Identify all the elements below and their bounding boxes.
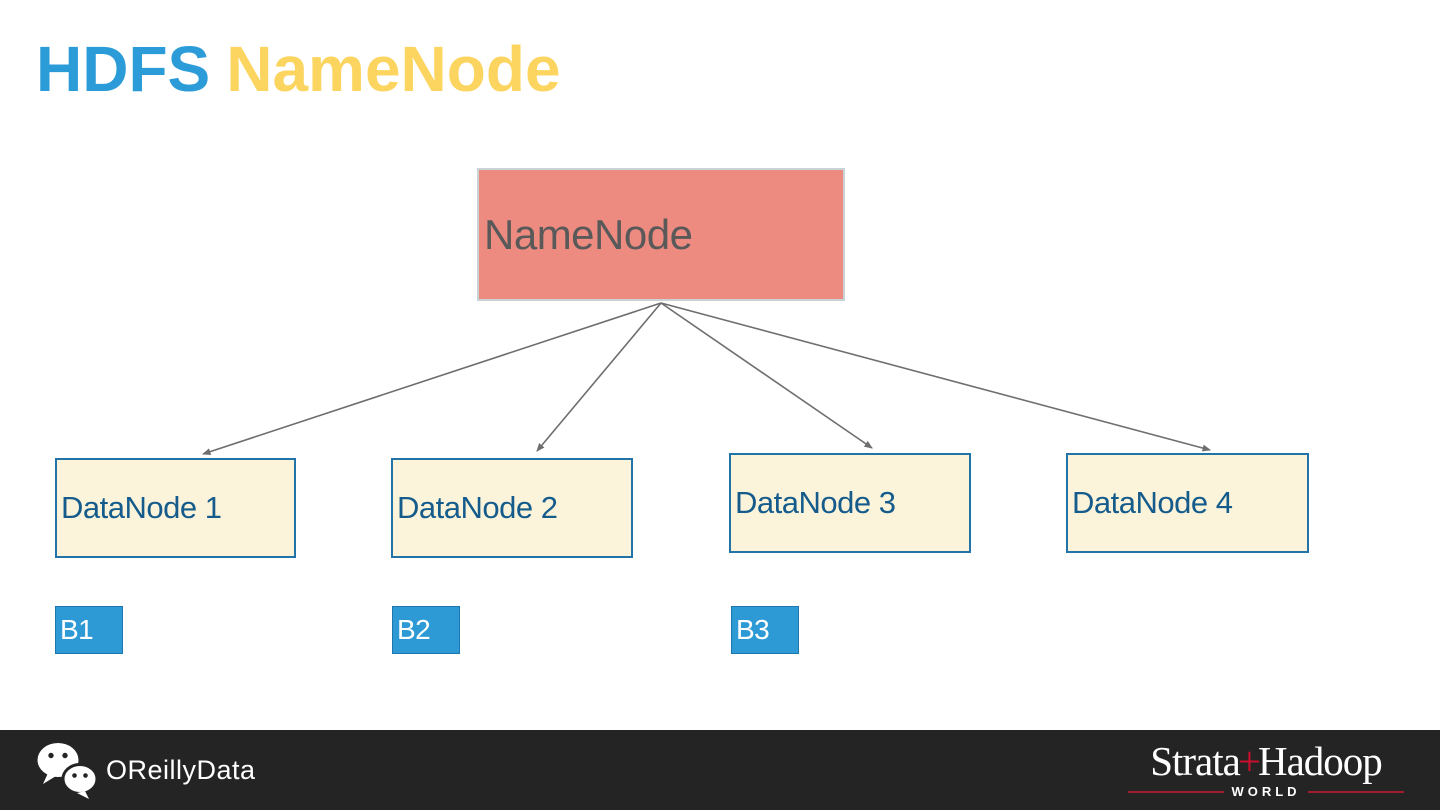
datanode-label: DataNode 2 — [397, 490, 558, 525]
wechat-icon — [37, 743, 98, 799]
strata-logo-world-row: WORLD — [1128, 784, 1405, 799]
logo-plus: + — [1237, 738, 1261, 784]
datanode-label: DataNode 1 — [61, 490, 222, 525]
block-label: B3 — [736, 614, 770, 645]
block-box-b1: B1 — [55, 606, 123, 654]
red-line-right — [1307, 790, 1405, 793]
block-box-b2: B2 — [392, 606, 460, 654]
namenode-label: NameNode — [484, 210, 693, 258]
block-label: B1 — [60, 614, 94, 645]
datanode-label: DataNode 3 — [735, 485, 896, 520]
title-namenode: NameNode — [226, 33, 561, 105]
logo-strata: Strata — [1150, 738, 1241, 784]
title-hdfs: HDFS — [36, 33, 211, 105]
namenode-box: NameNode — [477, 168, 845, 301]
block-label: B2 — [397, 614, 431, 645]
footer-brand: OReillyData — [36, 741, 256, 799]
logo-hadoop: Hadoop — [1257, 738, 1383, 784]
datanode-box-3: DataNode 3 — [729, 453, 971, 553]
brand-label: OReillyData — [106, 754, 256, 785]
datanode-box-1: DataNode 1 — [55, 458, 296, 558]
block-box-b3: B3 — [731, 606, 799, 654]
footer-bar: OReillyData Strata+Hadoop WORLD — [0, 730, 1440, 810]
datanode-box-2: DataNode 2 — [391, 458, 633, 558]
world-label: WORLD — [1231, 784, 1301, 799]
strata-logo-text: Strata+Hadoop — [1128, 741, 1404, 782]
datanode-box-4: DataNode 4 — [1066, 453, 1309, 553]
strata-hadoop-logo: Strata+Hadoop WORLD — [1128, 741, 1405, 799]
red-line-left — [1128, 790, 1225, 793]
datanode-label: DataNode 4 — [1072, 485, 1233, 520]
